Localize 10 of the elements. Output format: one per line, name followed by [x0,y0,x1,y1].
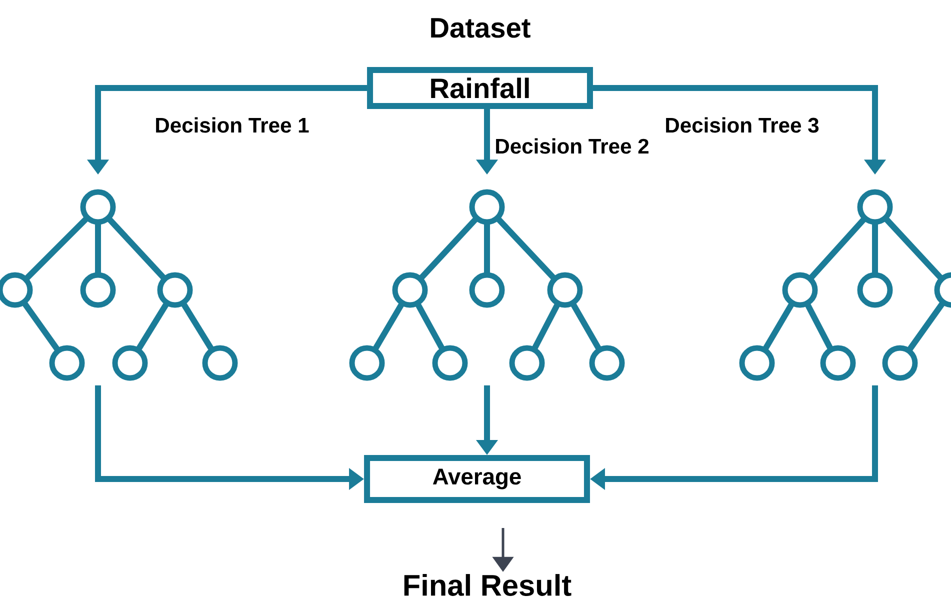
tree-drawing [349,189,625,381]
edge-label: Decision Tree 1 [152,116,312,134]
heading: Dataset [431,18,530,38]
tree-drawing [0,189,238,381]
result-text: Final Result [404,574,572,596]
tree-drawing [739,189,951,381]
process-box: Average [364,455,590,503]
edge-label: Decision Tree 3 [662,115,822,134]
process-box: Rainfall [367,67,593,109]
edge-label: Decision Tree 2 [492,136,652,156]
